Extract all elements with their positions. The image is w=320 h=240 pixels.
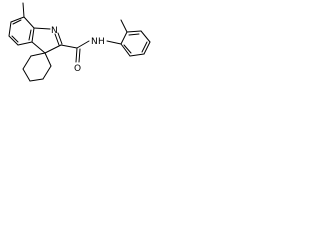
bond-carbonyl-o-b xyxy=(78,48,81,63)
bond-nh-aryl xyxy=(106,40,122,45)
bond-ar2-ar3-inner xyxy=(128,33,140,36)
bond-ortho-methyl xyxy=(120,19,128,33)
bond-carbonyl-nh xyxy=(76,40,90,49)
bond-c3a-c7a xyxy=(31,27,35,43)
bond-c5-c4-inner xyxy=(11,35,19,43)
bond-methyl-c7 xyxy=(22,2,25,18)
amide-nitrogen-label: N xyxy=(91,37,98,47)
bond-c7-c7a xyxy=(23,16,35,29)
bond-ar4-ar5 xyxy=(143,41,151,55)
bond-ar6-ar1 xyxy=(120,43,131,57)
bond-n1-c2-double-a xyxy=(57,32,63,45)
amide-hydrogen-label: H xyxy=(98,37,105,47)
bond-ch2e-spiro xyxy=(30,52,46,57)
bond-c6-c5 xyxy=(8,21,12,37)
bond-ar1-ar2 xyxy=(120,31,128,45)
bond-ar6-ar1-inner xyxy=(123,44,132,54)
bond-carbonyl-o-a xyxy=(75,47,78,63)
bond-c7a-n1 xyxy=(33,27,51,30)
carbonyl-oxygen-label: O xyxy=(74,64,81,74)
bond-ch2a-ch2b xyxy=(42,65,52,80)
bond-c4-c3a xyxy=(17,41,33,46)
bond-ar2-ar3 xyxy=(126,30,142,33)
bond-c7-c6-inner xyxy=(12,19,22,25)
bond-spiro-ch2a xyxy=(44,52,52,67)
bond-c2-carbonyl xyxy=(60,44,78,49)
bond-ch2d-ch2e xyxy=(22,55,32,70)
atom-labels: N O N H xyxy=(51,26,105,74)
bond-network xyxy=(8,2,151,82)
bond-c7-c6 xyxy=(10,16,25,23)
bond-ch2c-ch2d xyxy=(22,68,31,82)
bond-c2-c3 xyxy=(44,44,62,54)
bond-c3-c3a xyxy=(31,41,46,54)
bond-ar4-ar5-inner xyxy=(141,41,148,53)
chemical-structure-diagram: N O N H xyxy=(8,2,151,82)
bond-n1-c2-double-b xyxy=(54,33,60,46)
imine-nitrogen-label: N xyxy=(51,26,58,36)
bond-ar5-ar6 xyxy=(129,53,145,57)
bond-c3a-c7a-inner xyxy=(28,29,32,41)
bond-ch2b-ch2c xyxy=(29,78,44,82)
bond-c5-c4 xyxy=(8,35,19,46)
bond-ar3-ar4 xyxy=(140,30,151,43)
